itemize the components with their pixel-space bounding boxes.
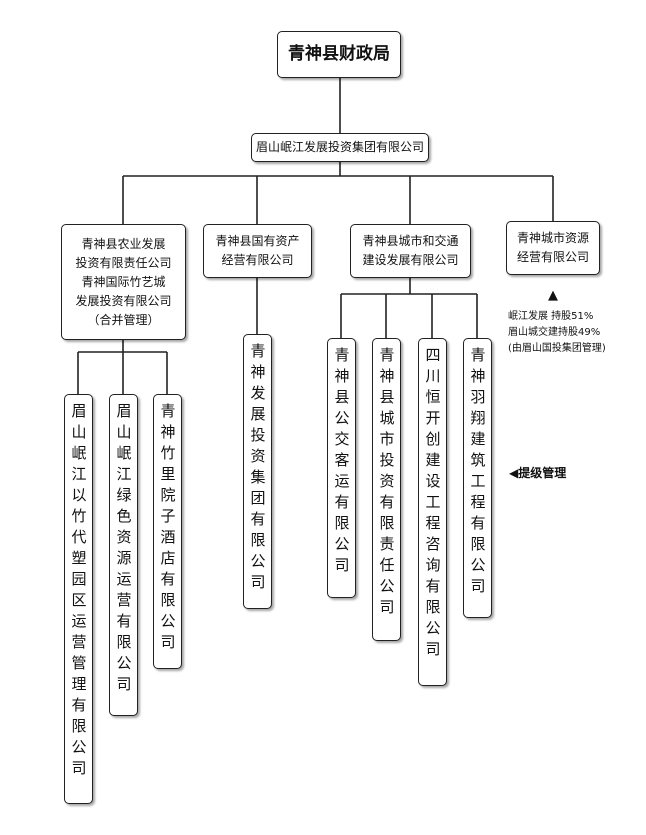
ownership-note-line2: 眉山城交建持股49% bbox=[508, 327, 601, 338]
leaf-state-1: 青神发展投资集团有限公司 bbox=[243, 334, 272, 609]
up-arrow-icon: ▲ bbox=[548, 288, 558, 303]
state-line2: 经营有限公司 bbox=[221, 253, 294, 267]
city-resources-node: 青神城市资源 经营有限公司 bbox=[506, 221, 600, 275]
leaf-state-1-label: 青神发展投资集团有限公司 bbox=[248, 343, 267, 595]
agri-line5: （合并管理） bbox=[87, 312, 160, 327]
urban-line1: 青神县城市和交通 bbox=[362, 234, 459, 248]
root-label: 青神县财政局 bbox=[288, 44, 390, 64]
leaf-agri-2-label: 眉山岷江绿色资源运营有限公司 bbox=[114, 403, 133, 697]
agri-node: 青神县农业发展 投资有限责任公司 青神国际竹艺城 发展投资有限公司 （合并管理） bbox=[61, 224, 186, 340]
root-node: 青神县财政局 bbox=[277, 31, 401, 78]
leaf-urban-4-label: 青神羽翔建筑工程有限公司 bbox=[468, 347, 487, 599]
state-assets-node: 青神县国有资产 经营有限公司 bbox=[203, 224, 312, 278]
leaf-urban-1-label: 青神县公交客运有限公司 bbox=[332, 347, 351, 578]
agri-line1: 青神县农业发展 bbox=[81, 236, 166, 251]
leaf-agri-2: 眉山岷江绿色资源运营有限公司 bbox=[109, 394, 138, 716]
city-line2: 经营有限公司 bbox=[516, 250, 589, 264]
agri-line3: 青神国际竹艺城 bbox=[81, 274, 166, 289]
agri-line2: 投资有限责任公司 bbox=[75, 255, 172, 270]
level-management-note: ◀提级管理 bbox=[509, 466, 567, 480]
leaf-urban-3: 四川恒开创建设工程咨询有限公司 bbox=[418, 338, 447, 686]
leaf-urban-2-label: 青神县城市投资有限责任公司 bbox=[377, 347, 396, 620]
leaf-agri-1-label: 眉山岷江以竹代塑园区运营管理有限公司 bbox=[69, 403, 88, 781]
group-label: 眉山岷江发展投资集团有限公司 bbox=[255, 140, 424, 154]
leaf-urban-2: 青神县城市投资有限责任公司 bbox=[372, 338, 401, 641]
state-line1: 青神县国有资产 bbox=[215, 234, 300, 248]
leaf-agri-1: 眉山岷江以竹代塑园区运营管理有限公司 bbox=[64, 394, 93, 804]
agri-line4: 发展投资有限公司 bbox=[75, 293, 172, 308]
leaf-agri-3: 青神竹里院子酒店有限公司 bbox=[153, 394, 182, 669]
urban-line2: 建设发展有限公司 bbox=[362, 253, 459, 267]
leaf-urban-4: 青神羽翔建筑工程有限公司 bbox=[463, 338, 492, 618]
leaf-urban-3-label: 四川恒开创建设工程咨询有限公司 bbox=[423, 347, 442, 662]
ownership-note-line3: (由眉山国投集团管理) bbox=[508, 343, 606, 354]
urban-transport-node: 青神县城市和交通 建设发展有限公司 bbox=[350, 224, 471, 278]
city-line1: 青神城市资源 bbox=[516, 231, 589, 245]
leaf-agri-3-label: 青神竹里院子酒店有限公司 bbox=[158, 403, 177, 655]
group-node: 眉山岷江发展投资集团有限公司 bbox=[251, 133, 429, 162]
leaf-urban-1: 青神县公交客运有限公司 bbox=[327, 338, 356, 598]
ownership-note-line1: 岷江发展 持股51% bbox=[508, 311, 594, 322]
